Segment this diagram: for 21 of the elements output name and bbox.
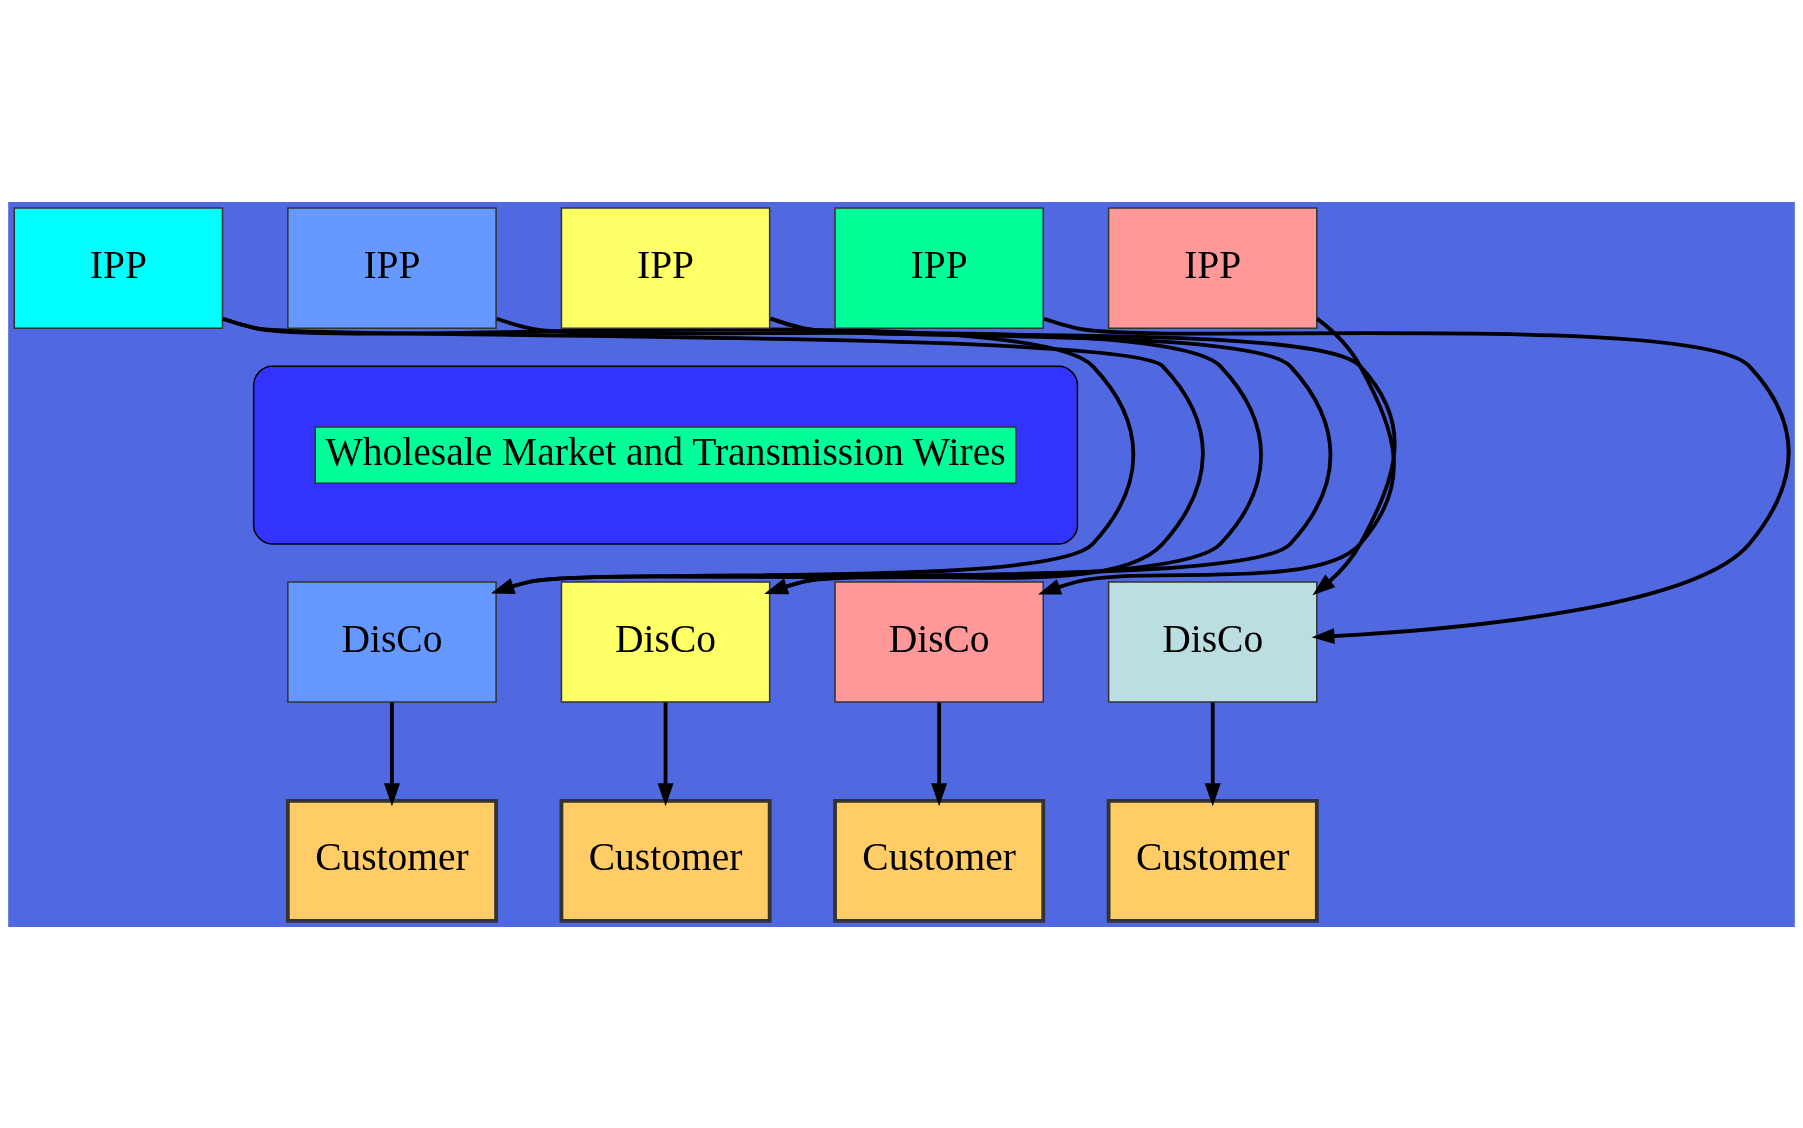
node-box: DisCo bbox=[560, 580, 771, 703]
node-box: Customer bbox=[559, 798, 772, 923]
node-box: IPP bbox=[287, 206, 497, 329]
node-box: Customer bbox=[833, 798, 1046, 923]
node-box: Customer bbox=[285, 798, 498, 923]
arrow bbox=[1043, 316, 1791, 644]
node-box: DisCo bbox=[1107, 580, 1318, 703]
arrow bbox=[657, 702, 674, 806]
node-box: IPP bbox=[13, 206, 224, 329]
arrow bbox=[383, 702, 400, 806]
node-box: Customer bbox=[1106, 798, 1319, 923]
arrow bbox=[1037, 316, 1396, 594]
node-box: DisCo bbox=[834, 580, 1044, 703]
arrow bbox=[931, 702, 948, 806]
node-box: DisCo bbox=[287, 580, 497, 703]
cluster bbox=[252, 364, 1079, 545]
node-box: IPP bbox=[1107, 206, 1318, 329]
node-box: Wholesale Market and Transmission Wires bbox=[314, 425, 1017, 484]
arrow bbox=[1204, 702, 1221, 806]
node-box: IPP bbox=[834, 206, 1044, 329]
node-box: IPP bbox=[560, 206, 771, 329]
